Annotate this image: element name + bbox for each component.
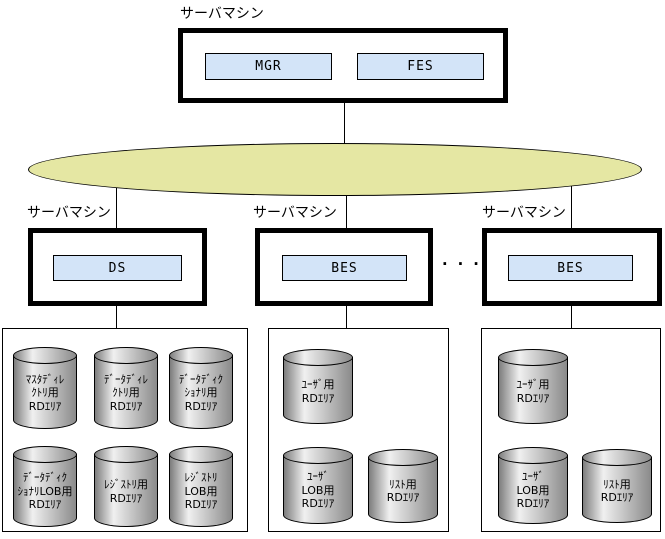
rdarea-cylinder-list2: ﾘｽﾄ用 RDｴﾘｱ bbox=[582, 449, 652, 523]
rdarea-label: ﾃﾞｰﾀﾃﾞｨﾚ ｸﾄﾘ用 RDｴﾘｱ bbox=[104, 372, 148, 413]
cylinder-body bbox=[498, 455, 568, 524]
cylinder-body bbox=[283, 455, 353, 524]
rdarea-label: ﾕｰｻﾞ LOB用 RDｴﾘｱ bbox=[516, 470, 550, 511]
component-fes: FES bbox=[357, 53, 484, 80]
connector-line-network-to-bes2 bbox=[571, 168, 572, 228]
rdarea-label: ﾕｰｻﾞ LOB用 RDｴﾘｱ bbox=[301, 470, 335, 511]
rdarea-cylinder-list1: ﾘｽﾄ用 RDｴﾘｱ bbox=[368, 449, 438, 523]
cylinder-body bbox=[13, 355, 77, 429]
component-ds: DS bbox=[53, 255, 182, 281]
connector-line-top-to-network bbox=[344, 102, 345, 144]
server-machine-label-bes2: サーバマシン bbox=[482, 205, 566, 221]
cylinder-body bbox=[169, 355, 233, 429]
cylinder-top bbox=[169, 446, 233, 463]
component-mgr: MGR bbox=[205, 53, 332, 80]
rdarea-label: ﾘｽﾄ用 RDｴﾘｱ bbox=[386, 477, 420, 505]
cylinder-top bbox=[13, 446, 77, 463]
rdarea-label: ﾕｰｻﾞ用 RDｴﾘｱ bbox=[516, 378, 550, 405]
connector-line-bes1-to-rdareas bbox=[346, 304, 347, 329]
rdarea-cylinder-master-directory: ﾏｽﾀﾃﾞｨﾚ ｸﾄﾘ用 RDｴﾘｱ bbox=[13, 347, 77, 429]
cylinder-body bbox=[13, 454, 77, 527]
connector-line-bes2-to-rdareas bbox=[571, 304, 572, 329]
rdarea-cylinder-user2: ﾕｰｻﾞ用 RDｴﾘｱ bbox=[498, 349, 568, 424]
rdarea-cylinder-registry-lob: ﾚｼﾞｽﾄﾘ LOB用 RDｴﾘｱ bbox=[169, 446, 233, 527]
cylinder-body bbox=[94, 355, 158, 429]
cylinder-body bbox=[169, 454, 233, 527]
ellipsis-dots: ... bbox=[440, 250, 487, 269]
rdarea-label: ﾕｰｻﾞ用 RDｴﾘｱ bbox=[301, 378, 335, 405]
cylinder-body bbox=[94, 454, 158, 527]
server-machine-label-bes1: サーバマシン bbox=[253, 205, 337, 221]
server-machine-box-top bbox=[178, 28, 508, 103]
cylinder-top bbox=[283, 447, 353, 464]
cylinder-top bbox=[498, 447, 568, 464]
rdarea-label: ﾃﾞｰﾀﾃﾞｨｸ ｼｮﾅﾘ用 RDｴﾘｱ bbox=[179, 372, 223, 413]
rdarea-label: ﾏｽﾀﾃﾞｨﾚ ｸﾄﾘ用 RDｴﾘｱ bbox=[25, 372, 65, 413]
component-bes2: BES bbox=[508, 255, 633, 281]
connector-line-network-to-bes1 bbox=[346, 168, 347, 228]
rdarea-cylinder-data-dictionary: ﾃﾞｰﾀﾃﾞｨｸ ｼｮﾅﾘ用 RDｴﾘｱ bbox=[169, 347, 233, 429]
cylinder-top bbox=[94, 347, 158, 364]
cylinder-top bbox=[94, 446, 158, 463]
rdarea-cylinder-user1: ﾕｰｻﾞ用 RDｴﾘｱ bbox=[283, 349, 353, 424]
cylinder-body bbox=[368, 457, 438, 523]
server-machine-label-ds: サーバマシン bbox=[27, 205, 111, 221]
connector-line-ds-to-rdareas bbox=[116, 304, 117, 329]
rdarea-label: ﾚｼﾞｽﾄﾘ LOB用 RDｴﾘｱ bbox=[184, 471, 218, 512]
rdarea-cylinder-user-lob2: ﾕｰｻﾞ LOB用 RDｴﾘｱ bbox=[498, 447, 568, 524]
rdarea-cylinder-user-lob1: ﾕｰｻﾞ LOB用 RDｴﾘｱ bbox=[283, 447, 353, 524]
network-ellipse bbox=[28, 143, 642, 196]
cylinder-body bbox=[283, 357, 353, 424]
rdarea-cylinder-registry: ﾚｼﾞｽﾄﾘ用 RDｴﾘｱ bbox=[94, 446, 158, 527]
connector-line-network-to-ds bbox=[116, 168, 117, 228]
rdarea-label: ﾚｼﾞｽﾄﾘ用 RDｴﾘｱ bbox=[104, 478, 148, 505]
cylinder-top bbox=[582, 449, 652, 466]
cylinder-top bbox=[498, 349, 568, 366]
server-machine-label-top: サーバマシン bbox=[180, 6, 264, 22]
rdarea-cylinder-dictionary-lob: ﾃﾞｰﾀﾃﾞｨｸ ｼｮﾅﾘLOB用 RDｴﾘｱ bbox=[13, 446, 77, 527]
rdarea-cylinder-data-directory: ﾃﾞｰﾀﾃﾞｨﾚ ｸﾄﾘ用 RDｴﾘｱ bbox=[94, 347, 158, 429]
cylinder-top bbox=[368, 449, 438, 466]
rdarea-label: ﾘｽﾄ用 RDｴﾘｱ bbox=[600, 477, 634, 505]
cylinder-top bbox=[169, 347, 233, 364]
cylinder-top bbox=[13, 347, 77, 364]
rdarea-label: ﾃﾞｰﾀﾃﾞｨｸ ｼｮﾅﾘLOB用 RDｴﾘｱ bbox=[17, 471, 73, 512]
cylinder-top bbox=[283, 349, 353, 366]
cylinder-body bbox=[582, 457, 652, 523]
component-bes1: BES bbox=[282, 255, 407, 281]
cylinder-body bbox=[498, 357, 568, 424]
